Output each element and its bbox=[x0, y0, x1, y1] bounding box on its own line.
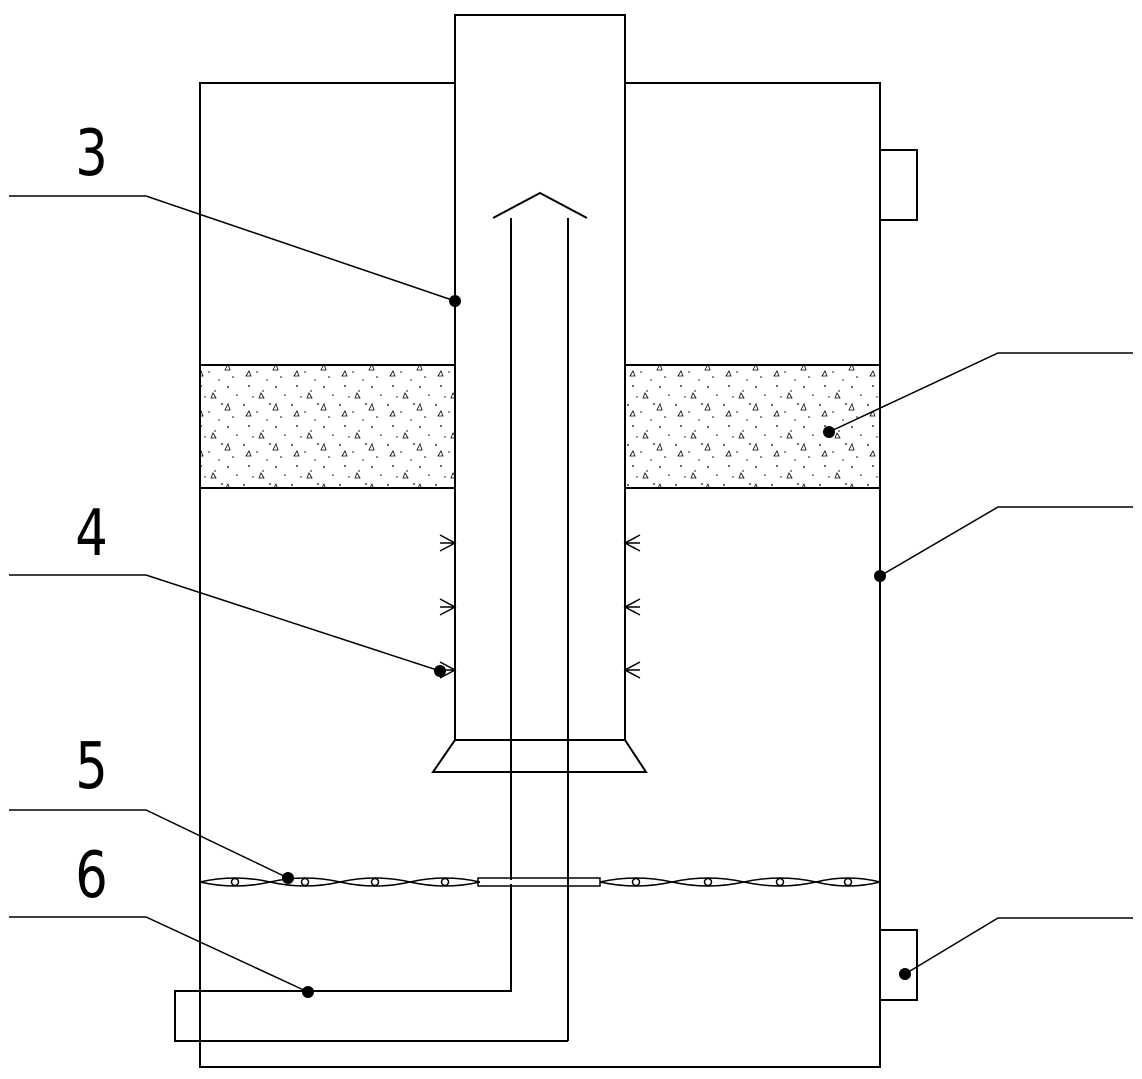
label-3: 3 bbox=[75, 115, 108, 190]
leader-6 bbox=[9, 916, 314, 998]
inlet-pipe bbox=[174, 884, 568, 1042]
upper-side-nozzle bbox=[879, 149, 918, 221]
spray-nozzles bbox=[439, 534, 641, 679]
central-tube bbox=[431, 14, 648, 773]
filter-layer bbox=[200, 364, 880, 489]
label-5: 5 bbox=[75, 728, 108, 803]
inner-flow-pipe bbox=[492, 191, 588, 1041]
up-arrow-icon bbox=[492, 191, 588, 219]
leader-3 bbox=[9, 195, 461, 307]
distributor-plate bbox=[199, 877, 881, 887]
outer-vessel bbox=[199, 82, 881, 1068]
leader-1 bbox=[874, 506, 1133, 582]
label-4: 4 bbox=[75, 495, 108, 570]
leader-5 bbox=[9, 809, 294, 884]
leader-7 bbox=[899, 917, 1133, 980]
lower-side-nozzle bbox=[879, 929, 918, 1001]
leader-2 bbox=[823, 352, 1133, 438]
label-6: 6 bbox=[75, 837, 108, 912]
leader-4 bbox=[9, 574, 446, 677]
